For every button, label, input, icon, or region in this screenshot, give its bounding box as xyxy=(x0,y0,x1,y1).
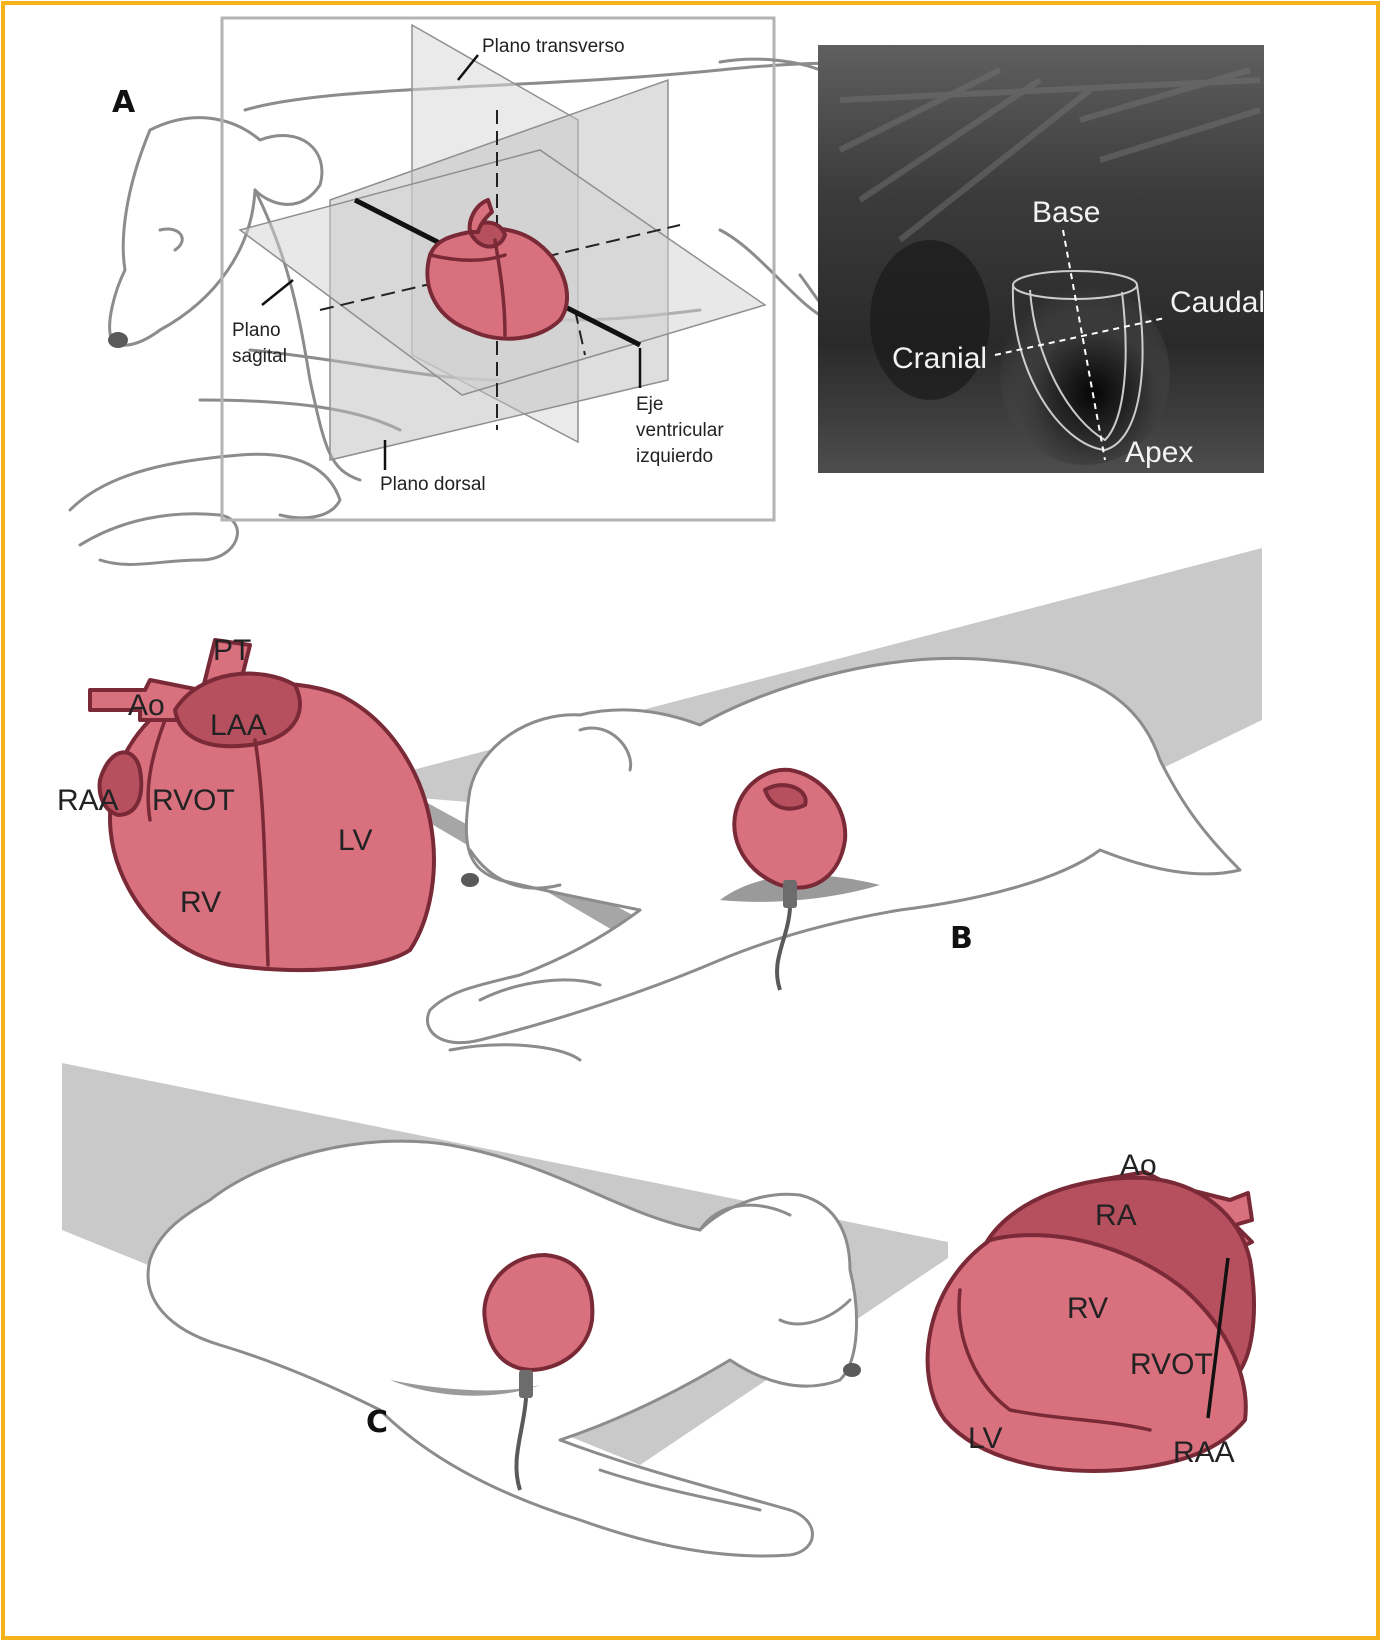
panel-label-c: C xyxy=(366,1405,388,1440)
heart-b-label-rvot: RVOT xyxy=(152,784,235,817)
heart-c-label-ao: Ao xyxy=(1120,1149,1157,1182)
label-eje-2: ventricular xyxy=(636,420,724,441)
heart-c-label-rv: RV xyxy=(1067,1292,1108,1325)
heart-c-label-raa: RAA xyxy=(1173,1436,1235,1469)
heart-b-label-laa: LAA xyxy=(210,709,267,742)
xray-label-caudal: Caudal xyxy=(1170,286,1265,319)
heart-c-label-ra: RA xyxy=(1095,1199,1137,1232)
heart-b-label-pt: PT xyxy=(213,634,251,667)
panel-label-a: A xyxy=(112,85,136,120)
radiograph: Base Caudal Cranial Apex xyxy=(818,45,1265,473)
heart-c-label-rvot: RVOT xyxy=(1130,1348,1213,1381)
heart-in-dog-c xyxy=(484,1255,592,1370)
label-plano-transverso: Plano transverso xyxy=(482,36,625,57)
heart-b-label-lv: LV xyxy=(338,824,372,857)
heart-c-label-lv: LV xyxy=(968,1422,1002,1455)
xray-label-cranial: Cranial xyxy=(892,342,987,375)
heart-b-label-rv: RV xyxy=(180,886,221,919)
label-eje-3: izquierdo xyxy=(636,446,713,467)
panel-label-b: B xyxy=(950,921,973,956)
label-plano-sagital-1: Plano xyxy=(232,320,281,341)
label-eje-1: Eje xyxy=(636,394,663,415)
heart-b-label-ao: Ao xyxy=(128,689,165,722)
label-plano-sagital-2: sagital xyxy=(232,346,287,367)
xray-label-apex: Apex xyxy=(1125,436,1193,469)
xray-label-base: Base xyxy=(1032,196,1100,229)
heart-b-label-raa: RAA xyxy=(57,784,119,817)
label-plano-dorsal: Plano dorsal xyxy=(380,474,486,495)
